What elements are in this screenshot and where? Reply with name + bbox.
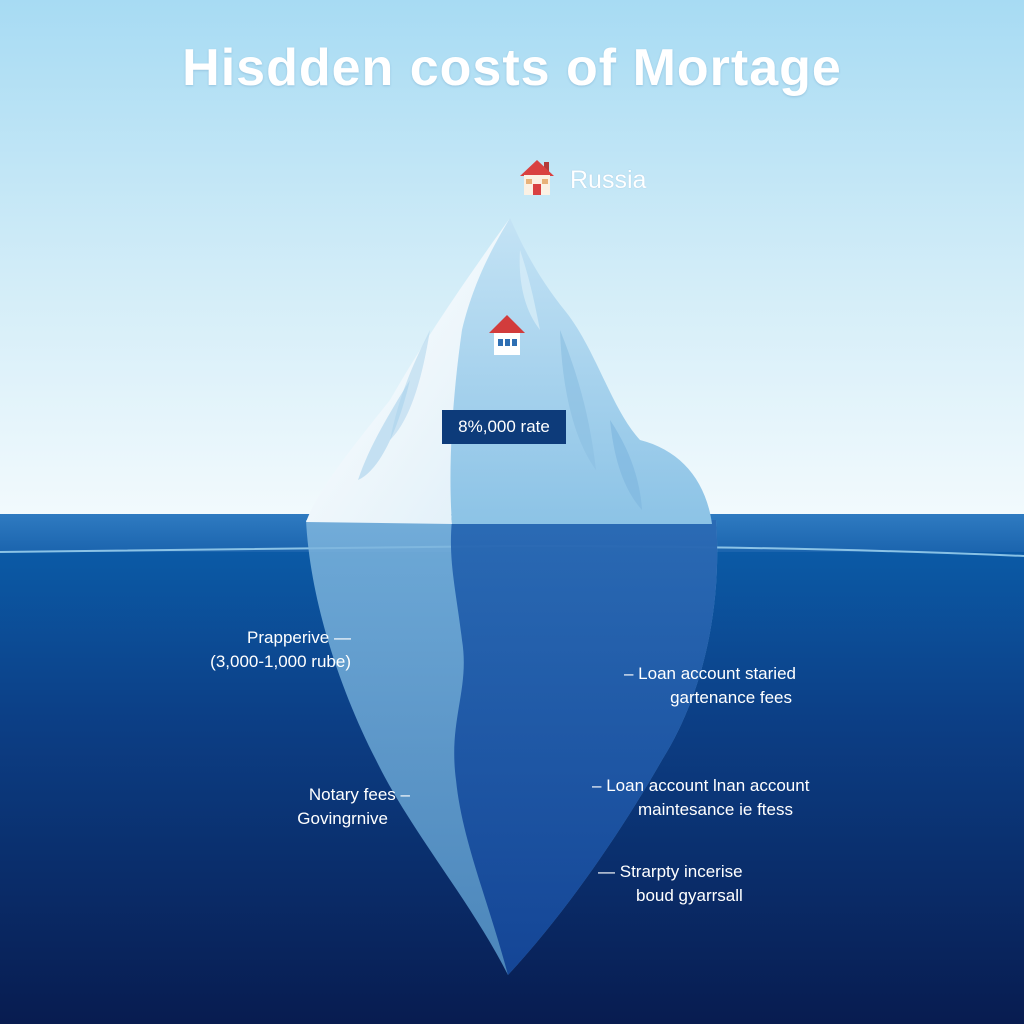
rate-badge: 8%,000 rate bbox=[442, 410, 566, 444]
cost-label-line: Notary fees – bbox=[308, 785, 410, 804]
cost-label-line: gartenance fees bbox=[670, 688, 792, 707]
house-icon bbox=[518, 158, 556, 203]
leader-dash: – bbox=[623, 664, 634, 683]
iceberg-tip-light bbox=[306, 218, 510, 524]
location-label: Russia bbox=[570, 165, 647, 194]
cost-label-right: – Loan account lnan account maintesance … bbox=[592, 774, 842, 822]
leader-dash: — bbox=[598, 862, 615, 881]
leader-dash: — bbox=[334, 628, 351, 647]
cost-label-line: (3,000-1,000 rube) bbox=[210, 652, 351, 671]
page-title: Hisdden costs of Mortage bbox=[182, 39, 842, 97]
cost-label-line: – Loan account staried bbox=[623, 664, 796, 683]
iceberg-facet bbox=[358, 380, 410, 480]
cost-label-right: – Loan account staried gartenance fees bbox=[596, 662, 796, 710]
iceberg-facet bbox=[519, 250, 540, 330]
house-icon bbox=[488, 313, 526, 362]
cost-label-line: – Loan account lnan account bbox=[592, 776, 810, 795]
leader-dash: – bbox=[592, 776, 602, 795]
iceberg-facet bbox=[560, 330, 596, 470]
cost-label-line: Prapperive — bbox=[247, 628, 351, 647]
location-tag: Russia bbox=[518, 158, 647, 203]
iceberg-tip-shade bbox=[450, 218, 712, 524]
cost-label-line: — Strarpty incerise bbox=[598, 862, 743, 881]
iceberg-underwater-shade bbox=[450, 520, 718, 975]
cost-label-right: — Strarpty incerise boud gyarrsall bbox=[598, 860, 798, 908]
cost-label-left: Prapperive — (3,000-1,000 rube) bbox=[196, 626, 351, 674]
leader-dash: – bbox=[400, 785, 410, 804]
cost-label-line: boud gyarrsall bbox=[636, 886, 743, 905]
cost-label-left: Notary fees – Govingrnive bbox=[270, 783, 410, 831]
cost-label-line: maintesance ie ftess bbox=[638, 800, 793, 819]
iceberg-facet bbox=[610, 420, 642, 510]
cost-label-line: Govingrnive bbox=[297, 809, 388, 828]
